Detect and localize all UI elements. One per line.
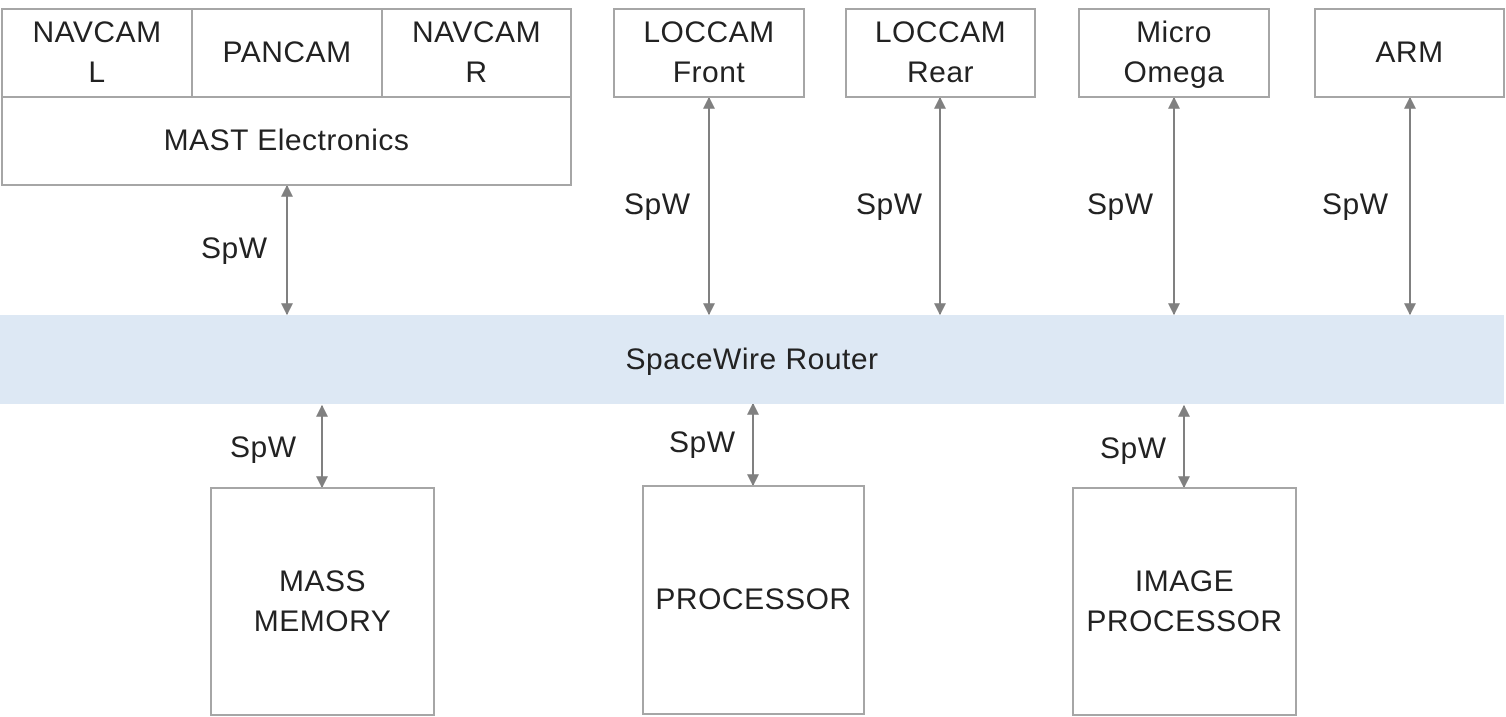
mass-memory-link-label: SpW	[230, 431, 297, 464]
navcam-r-box: NAVCAM R	[381, 8, 572, 98]
spacewire-router: SpaceWire Router	[0, 315, 1504, 404]
loccam-rear-box: LOCCAM Rear	[845, 8, 1036, 98]
arm-box: ARM	[1314, 8, 1505, 98]
processor-link-label: SpW	[669, 426, 736, 459]
image-processor-link-label: SpW	[1100, 432, 1167, 465]
pancam-box: PANCAM	[191, 8, 383, 98]
navcam-l-box: NAVCAM L	[1, 8, 193, 98]
arm-link-label: SpW	[1322, 188, 1389, 221]
micro-omega-link-label: SpW	[1087, 188, 1154, 221]
image-processor-box: IMAGE PROCESSOR	[1072, 487, 1297, 716]
mass-memory-box: MASS MEMORY	[210, 487, 435, 716]
loccam-rear-link-label: SpW	[856, 188, 923, 221]
processor-box: PROCESSOR	[642, 485, 865, 715]
mast-electronics-box: MAST Electronics	[1, 96, 572, 186]
loccam-front-link-label: SpW	[624, 188, 691, 221]
micro-omega-box: Micro Omega	[1078, 8, 1270, 98]
mast-link-label: SpW	[201, 232, 268, 265]
loccam-front-box: LOCCAM Front	[613, 8, 805, 98]
